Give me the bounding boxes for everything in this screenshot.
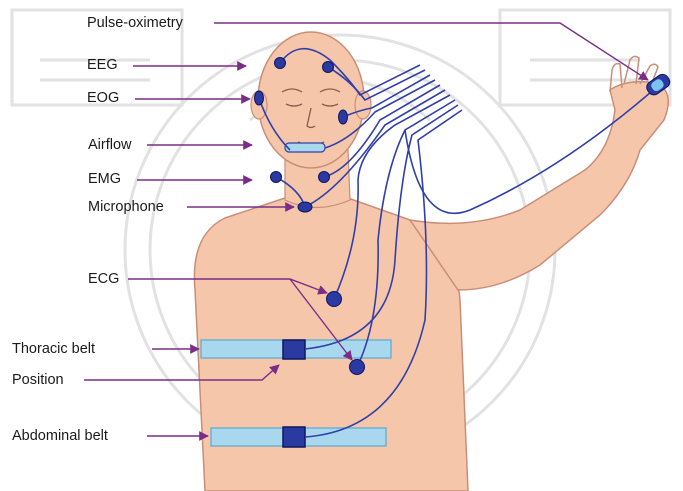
label-abdominal-belt: Abdominal belt — [12, 429, 108, 444]
label-airflow: Airflow — [88, 138, 132, 153]
ecg-electrode-lower — [350, 360, 365, 375]
eeg-electrode-right — [323, 62, 334, 73]
label-eeg: EEG — [87, 58, 118, 73]
thoracic-belt-sensor — [283, 340, 305, 359]
eog-electrode-left — [255, 91, 264, 105]
label-emg: EMG — [88, 172, 121, 187]
raised-arm — [410, 82, 668, 290]
emg-electrode-right — [319, 172, 330, 183]
right-ear — [355, 91, 371, 119]
eog-electrode-right — [339, 110, 348, 124]
microphone-sensor — [298, 202, 312, 212]
label-pulse-oximetry: Pulse-oximetry — [87, 16, 183, 31]
eeg-electrode-left — [275, 58, 286, 69]
abdominal-belt-sensor — [283, 427, 305, 447]
label-eog: EOG — [87, 91, 119, 106]
label-ecg: ECG — [88, 272, 119, 287]
airflow-cannula — [285, 143, 325, 152]
label-microphone: Microphone — [88, 200, 164, 215]
ecg-electrode-upper — [327, 292, 342, 307]
emg-electrode-left — [271, 172, 282, 183]
label-position: Position — [12, 373, 64, 388]
label-thoracic-belt: Thoracic belt — [12, 342, 95, 357]
